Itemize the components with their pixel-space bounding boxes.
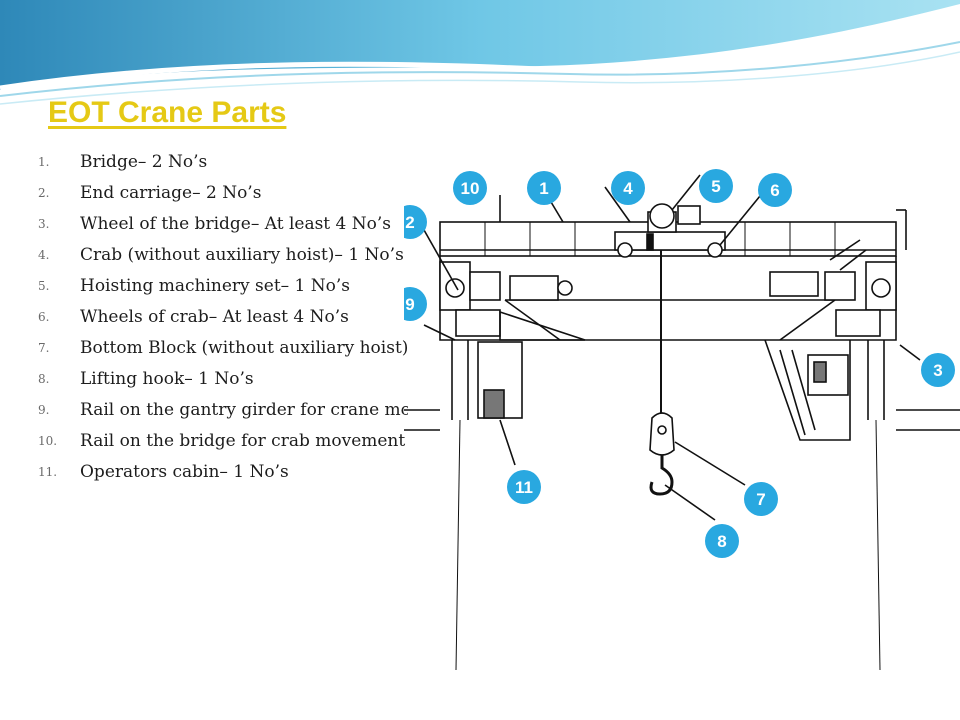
badge-label: 6 <box>770 181 779 200</box>
item-text: Rail on the gantry girder for crane move… <box>80 400 408 420</box>
slide-title: EOT Crane Parts <box>48 96 287 129</box>
list-item: 5. Hoisting machinery set– 1 No’s <box>38 271 408 302</box>
item-text: Hoisting machinery set– 1 No’s <box>80 276 351 296</box>
list-item: 6. Wheels of crab– At least 4 No’s <box>38 302 408 333</box>
item-text: Rail on the bridge for crab movement <box>80 431 406 451</box>
part-badge: 8 <box>705 524 739 558</box>
item-number: 6. <box>38 310 50 324</box>
part-badge: 3 <box>921 353 955 387</box>
badge-label: 1 <box>539 179 548 198</box>
list-item: 7. Bottom Block (without auxiliary hoist) <box>38 333 408 364</box>
list-item: 10. Rail on the bridge for crab movement <box>38 426 408 457</box>
item-number: 2. <box>38 186 50 200</box>
list-item: 8. Lifting hook– 1 No’s <box>38 364 408 395</box>
item-number: 9. <box>38 403 50 417</box>
part-badge: 2 <box>404 205 427 239</box>
list-item: 3. Wheel of the bridge– At least 4 No’s <box>38 209 408 240</box>
item-text: Wheels of crab– At least 4 No’s <box>80 307 349 327</box>
item-number: 8. <box>38 372 50 386</box>
part-badge: 4 <box>611 171 645 205</box>
item-number: 5. <box>38 279 50 293</box>
part-badge: 11 <box>507 470 541 504</box>
badge-label: 9 <box>405 295 414 314</box>
crane-diagram: 10 1 4 5 6 2 9 3 11 7 8 <box>404 169 960 671</box>
part-badge: 10 <box>453 171 487 205</box>
crane-drawing <box>404 174 960 671</box>
item-text: Operators cabin– 1 No’s <box>80 462 289 482</box>
list-item: 4. Crab (without auxiliary hoist)– 1 No’s <box>38 240 408 271</box>
badge-label: 4 <box>623 179 633 198</box>
wave-banner <box>0 0 960 105</box>
item-number: 4. <box>38 248 50 262</box>
badge-label: 2 <box>405 213 414 232</box>
list-item: 1. Bridge– 2 No’s <box>38 147 408 178</box>
parts-list: 1.Bridge– 2 No’s 2.End carriage– 2 No’s … <box>38 147 408 488</box>
part-badge: 5 <box>699 169 733 203</box>
badge-label: 3 <box>933 361 942 380</box>
item-number: 3. <box>38 217 50 231</box>
item-text: Crab (without auxiliary hoist)– 1 No’s <box>80 245 404 265</box>
badge-label: 11 <box>515 478 533 497</box>
badge-label: 7 <box>756 490 765 509</box>
list-item: 11. Operators cabin– 1 No’s <box>38 457 408 488</box>
item-number: 1. <box>38 155 50 169</box>
item-text: Lifting hook– 1 No’s <box>80 369 254 389</box>
item-text: Wheel of the bridge– At least 4 No’s <box>80 214 391 234</box>
part-badge: 9 <box>404 287 427 321</box>
item-text: Bridge– 2 No’s <box>80 152 208 172</box>
list-item: 9. Rail on the gantry girder for crane mo… <box>38 395 408 426</box>
item-number: 11. <box>38 465 58 479</box>
part-badge: 1 <box>527 171 561 205</box>
badge-label: 5 <box>711 177 720 196</box>
item-number: 7. <box>38 341 50 355</box>
badge-label: 10 <box>461 179 480 198</box>
part-badge: 7 <box>744 482 778 516</box>
item-text: Bottom Block (without auxiliary hoist) <box>80 338 408 358</box>
item-number: 10. <box>38 434 58 448</box>
part-badge: 6 <box>758 173 792 207</box>
badge-label: 8 <box>717 532 726 551</box>
item-text: End carriage– 2 No’s <box>80 183 262 203</box>
list-item: 2. End carriage– 2 No’s <box>38 178 408 209</box>
